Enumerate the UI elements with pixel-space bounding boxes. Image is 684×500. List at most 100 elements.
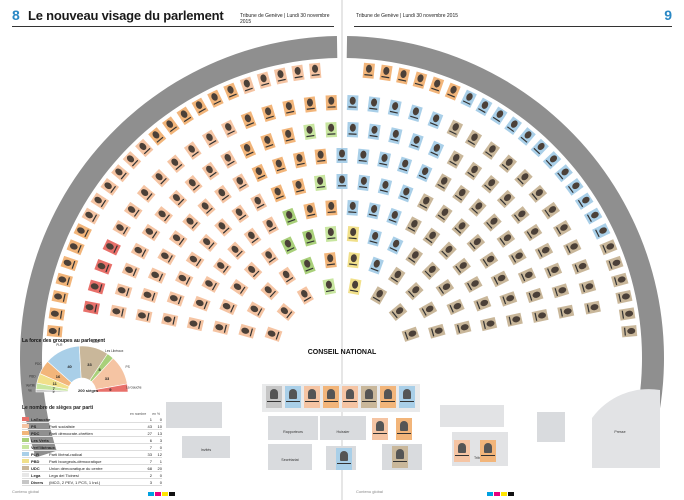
bureau-member-card	[380, 386, 396, 408]
seat-card	[166, 291, 185, 307]
seat-card	[416, 193, 434, 212]
page-number: 9	[664, 7, 672, 23]
total-seats-label: 200 sièges	[78, 388, 99, 393]
seat-card	[264, 326, 283, 342]
secretariat-block	[268, 444, 312, 470]
seat-card	[176, 106, 194, 126]
seat-card	[213, 257, 232, 276]
pie-segment	[95, 383, 129, 393]
seat-card	[336, 174, 348, 189]
seat-card	[51, 289, 69, 304]
seat-card	[367, 123, 381, 140]
seat-card	[197, 198, 216, 217]
seat-card	[387, 236, 404, 255]
pie-value-label: 11	[53, 381, 58, 386]
seat-card	[291, 64, 305, 82]
seat-card	[571, 258, 590, 275]
seat-count: 43	[147, 423, 152, 429]
party-swatch	[22, 417, 29, 421]
seat-card	[102, 239, 121, 256]
seat-card	[367, 96, 381, 113]
seat-card	[296, 286, 314, 305]
seat-card	[504, 116, 522, 136]
seat-card	[303, 96, 317, 113]
right-page: 9 Tribune de Genève | Lundi 30 novembre …	[342, 0, 684, 500]
pie-segment-label: PBD	[29, 374, 36, 378]
seat-card	[584, 300, 601, 315]
seat-card	[232, 173, 250, 192]
seat-card	[482, 141, 501, 160]
seat-card	[227, 241, 246, 260]
seat-count: 6	[149, 437, 152, 443]
seat-card	[278, 266, 297, 286]
seat-card	[490, 106, 508, 126]
front-member-card	[480, 440, 496, 462]
seat-card	[282, 207, 298, 226]
party-swatch	[22, 466, 29, 470]
seat-card	[136, 184, 156, 203]
seat-card	[505, 312, 523, 327]
seat-card	[292, 151, 307, 169]
seat-count: 7	[149, 458, 152, 464]
seat-card	[214, 218, 233, 237]
seat-card	[167, 154, 186, 173]
seat-card	[271, 156, 287, 175]
party-name: Union démocratique du centre	[49, 465, 103, 471]
rapporteurs-label: Rapporteurs	[283, 430, 303, 434]
pie-segment-label: Vert'lib	[26, 383, 36, 387]
seat-card	[464, 161, 483, 181]
seat-card	[66, 239, 85, 256]
seat-card	[109, 304, 127, 319]
rapporteurs-block	[268, 416, 318, 440]
seat-card	[446, 150, 464, 169]
seat-card	[388, 127, 403, 145]
pie-value-label: 40	[67, 364, 72, 369]
seat-card	[183, 141, 202, 160]
seat-card	[514, 168, 533, 188]
seat-card	[223, 82, 240, 101]
seat-card	[348, 278, 362, 295]
party-name: Parti socialiste	[49, 423, 75, 429]
seat-card	[464, 275, 483, 293]
seat-card	[498, 154, 517, 173]
seat-card	[446, 298, 465, 316]
seat-card	[460, 89, 477, 108]
pie-value-label: 8	[99, 367, 102, 372]
seat-card	[452, 184, 470, 204]
seat-card	[239, 140, 257, 159]
seat-card	[322, 278, 336, 295]
seat-card	[186, 316, 204, 332]
seat-card	[191, 97, 209, 117]
seat-count: 1	[149, 416, 152, 422]
seat-card	[260, 132, 276, 151]
seat-card	[446, 119, 464, 138]
seat-card	[273, 67, 288, 85]
seat-card	[161, 312, 179, 327]
page-gutter	[341, 0, 343, 500]
left-page: 8 Le nouveau visage du parlement Tribune…	[12, 7, 334, 496]
header-rule	[12, 26, 334, 27]
party-swatch	[22, 431, 29, 435]
seat-card	[499, 291, 518, 307]
seat-card	[60, 255, 79, 272]
pie-value-label: 33	[87, 362, 92, 367]
seat-card	[240, 111, 257, 130]
bureau-member-card	[304, 386, 320, 408]
party-name: Lega dei Ticinesi	[49, 472, 79, 478]
seat-count-b: 13	[157, 430, 162, 436]
seat-card	[262, 216, 279, 235]
seat-card	[123, 201, 143, 220]
seat-card	[261, 104, 277, 123]
pie-value-label: 16	[56, 374, 61, 379]
seat-card	[201, 129, 220, 149]
seat-card	[112, 220, 131, 238]
seat-card	[185, 251, 205, 269]
seat-card	[303, 123, 317, 140]
